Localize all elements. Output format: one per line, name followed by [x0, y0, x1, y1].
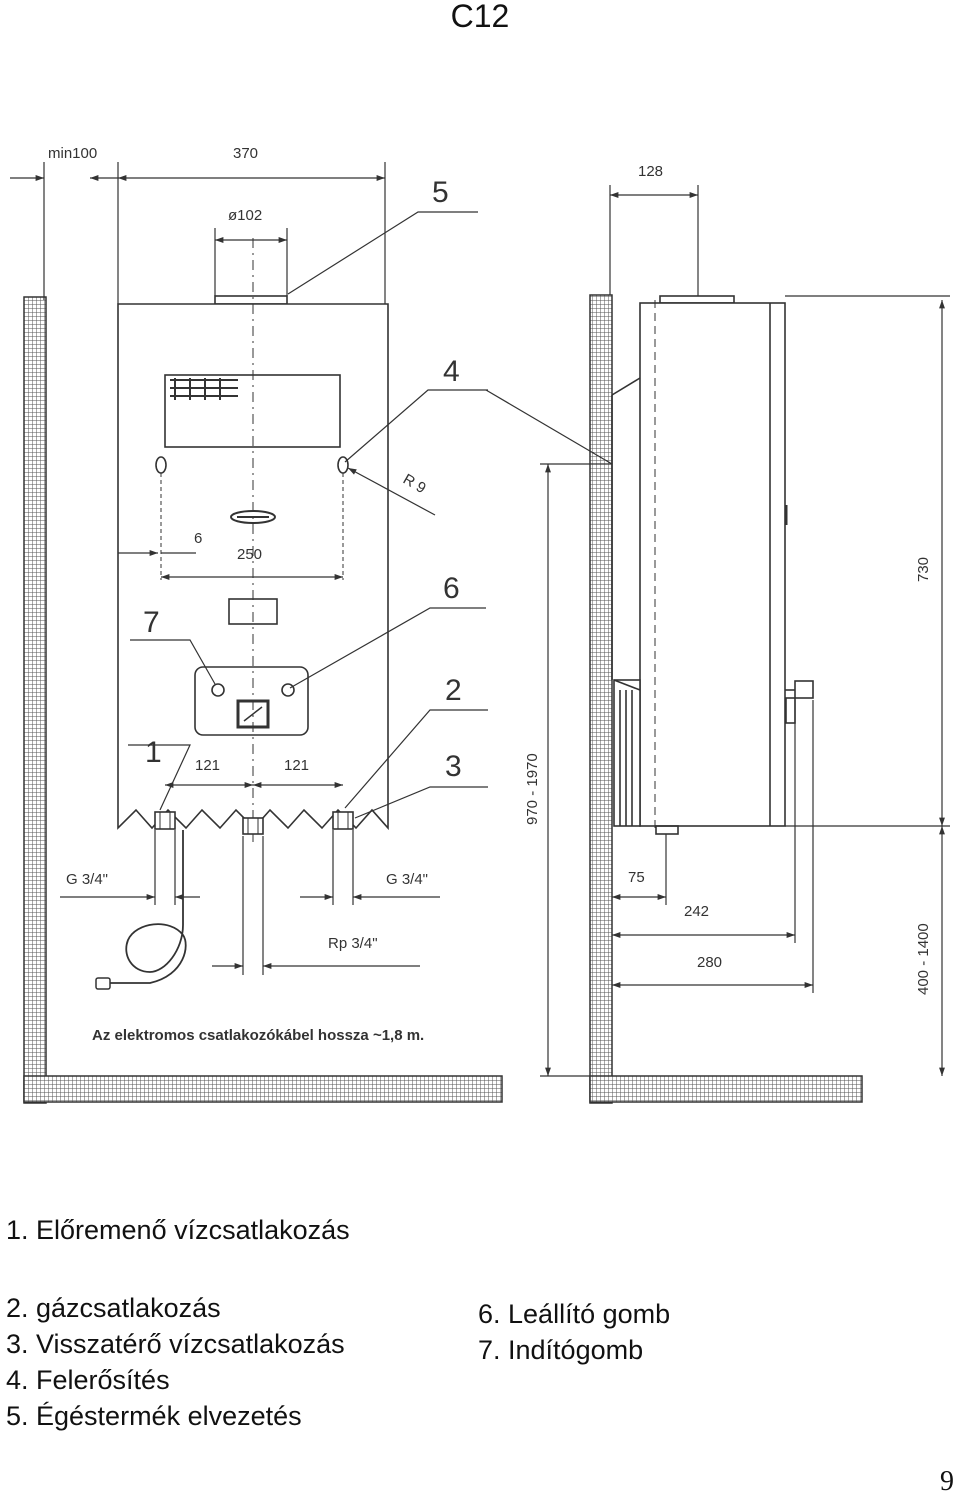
dim-pipe-spacing-right: 121 [284, 757, 309, 774]
callout-3: 3 [445, 750, 462, 783]
legend-item-6: 6. Leállító gomb [478, 1299, 671, 1329]
heater-front-view [95, 238, 389, 990]
dim-depth: 128 [638, 163, 663, 180]
cable-note: Az elektromos csatlakozókábel hossza ~1,… [92, 1027, 424, 1044]
callout-2: 2 [445, 674, 462, 707]
heater-side-view [611, 295, 814, 835]
dim-radius: R 9 [400, 471, 429, 497]
legend-item-2: 2. gázcsatlakozás [6, 1293, 221, 1323]
callout-leaders [128, 211, 613, 819]
callout-4: 4 [443, 355, 460, 388]
legend-item-7: 7. Indítógomb [478, 1335, 644, 1365]
page-title: C12 [450, 0, 510, 34]
dim-side-75: 75 [628, 869, 645, 886]
dim-side-242: 242 [684, 903, 709, 920]
dim-width: 370 [233, 145, 258, 162]
legend-right: 6. Leállító gomb 7. Indítógomb [478, 1296, 670, 1368]
wall-left-view [23, 296, 503, 1104]
legend-left: 1. Előremenő vízcsatlakozás 2. gázcsatla… [6, 1212, 350, 1434]
dim-unit-height: 730 [915, 557, 932, 582]
wall-right-view [589, 294, 863, 1104]
dim-pipe-spacing-left: 121 [195, 757, 220, 774]
callout-5: 5 [432, 176, 449, 209]
dim-mount-spacing: 250 [237, 546, 262, 563]
dim-install-height: 970 - 1970 [524, 753, 541, 825]
callout-numbers: 1 2 3 4 5 6 7 [143, 176, 462, 783]
dim-min-clearance: min100 [48, 145, 97, 162]
legend-item-1: 1. Előremenő vízcsatlakozás [6, 1215, 350, 1245]
callout-1: 1 [145, 736, 162, 769]
dim-floor-clearance: 400 - 1400 [915, 923, 932, 995]
legend-item-5: 5. Égéstermék elvezetés [6, 1401, 302, 1431]
legend-item-4: 4. Felerősítés [6, 1365, 170, 1395]
dim-water-thread-left: G 3/4" [66, 871, 108, 888]
dim-offset: 6 [194, 530, 202, 547]
dim-gas-thread: Rp 3/4" [328, 935, 378, 952]
dimension-lines [10, 162, 950, 1077]
callout-6: 6 [443, 572, 460, 605]
page-number: 9 [940, 1466, 954, 1497]
installation-drawing: min100 370 ø102 R 9 6 250 121 121 G 3/4"… [10, 145, 950, 1104]
legend-item-3: 3. Visszatérő vízcsatlakozás [6, 1329, 345, 1359]
dimension-labels: min100 370 ø102 R 9 6 250 121 121 G 3/4"… [48, 145, 932, 995]
dim-water-thread-right: G 3/4" [386, 871, 428, 888]
dim-flue-diameter: ø102 [228, 207, 262, 224]
callout-7: 7 [143, 606, 160, 639]
dim-side-280: 280 [697, 954, 722, 971]
